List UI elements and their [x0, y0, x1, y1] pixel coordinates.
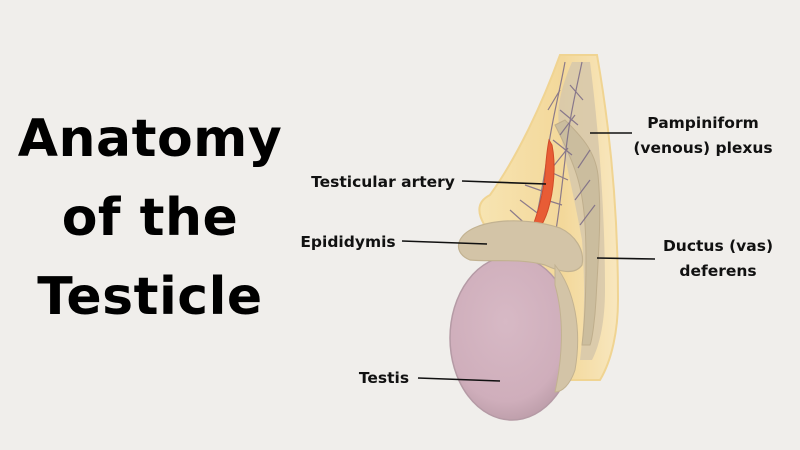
label-testis: Testis — [359, 369, 409, 387]
label-testicular-artery: Testicular artery — [311, 173, 455, 191]
leader-artery — [461, 180, 547, 185]
epididymis-tail — [554, 263, 579, 393]
label-pampiniform-line2: (venous) plexus — [633, 139, 772, 157]
leader-lines — [401, 132, 656, 382]
label-epididymis: Epididymis — [300, 233, 395, 251]
title-line-3: Testicle — [37, 267, 263, 327]
ductus-deferens — [554, 119, 601, 346]
leader-epididymis — [401, 240, 488, 245]
label-ductus-line2: deferens — [679, 262, 756, 280]
label-ductus-line1: Ductus (vas) — [663, 237, 773, 255]
title-line-2: of the — [61, 188, 239, 248]
label-pampiniform-line1: Pampiniform — [647, 114, 759, 132]
epididymis — [457, 220, 584, 272]
leader-testis — [417, 377, 501, 382]
leader-ductus — [596, 257, 656, 260]
title-line-1: Anatomy — [17, 109, 283, 169]
page-title: Anatomy of the Testicle — [0, 100, 300, 337]
